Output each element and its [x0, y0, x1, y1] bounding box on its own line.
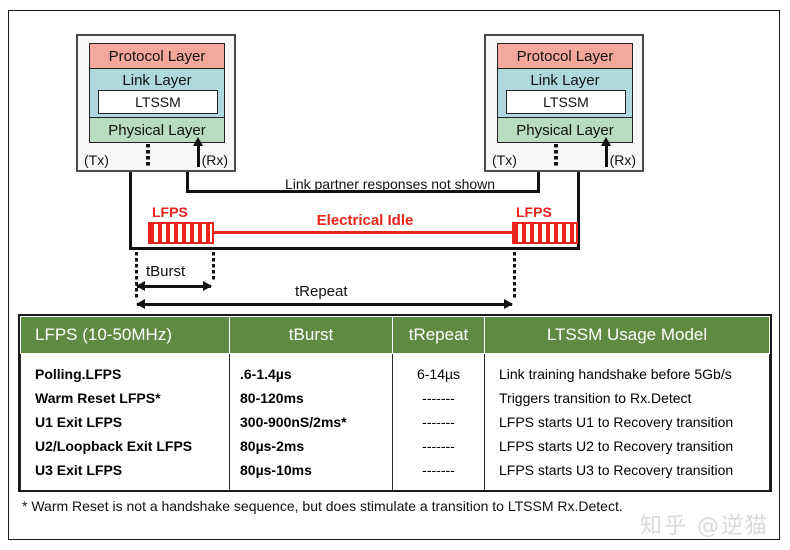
rx-arrow-right: [601, 137, 611, 167]
trepeat-value-item: -------: [422, 414, 455, 430]
usage-model-item: LFPS starts U1 to Recovery transition: [499, 414, 734, 430]
tburst-value-item: 80-120ms: [240, 390, 304, 406]
dim-extension-mid: [212, 252, 215, 282]
lfps-type-item: Warm Reset LFPS*: [35, 390, 161, 406]
wire-left-tx-vertical: [129, 172, 132, 250]
physical-layer-box-right: Physical Layer: [497, 117, 633, 143]
ltssm-box-left: LTSSM: [98, 90, 218, 114]
lfps-type-item: U3 Exit LFPS: [35, 462, 123, 478]
trepeat-value-item: -------: [422, 438, 455, 454]
trepeat-value-list: 6-14µs ------- ------- ------- -------: [393, 354, 484, 490]
usage-model-list: Link training handshake before 5Gb/s Tri…: [485, 354, 769, 490]
lfps-parameters-table: LFPS (10-50MHz) tBurst tRepeat LTSSM Usa…: [20, 316, 770, 491]
wire-right-tx-vertical: [537, 172, 540, 192]
link-partner-note: Link partner responses not shown: [284, 176, 496, 192]
physical-layer-box-left: Physical Layer: [89, 117, 225, 143]
watermark: 知乎 @逆猫: [640, 514, 769, 539]
tburst-value-item: 80µs-2ms: [240, 438, 305, 454]
electrical-idle-label: Electrical Idle: [316, 212, 414, 229]
wire-right-rx-vertical: [577, 172, 580, 250]
lfps-burst-right: [512, 222, 578, 244]
lfps-type-list: Polling.LFPS Warm Reset LFPS* U1 Exit LF…: [21, 354, 229, 490]
stack-dotted-divider-right: [554, 144, 558, 166]
protocol-stack-left: Protocol Layer Link Layer LTSSM Physical…: [76, 34, 236, 172]
tburst-value-item: 80µs-10ms: [240, 462, 312, 478]
protocol-layer-box-right: Protocol Layer: [497, 43, 633, 69]
link-layer-label-right: Link Layer: [530, 72, 600, 89]
usage-model-item: Triggers transition to Rx.Detect: [499, 390, 692, 406]
dim-extension-left: [135, 252, 138, 300]
cell-tburst-values: .6-1.4µs 80-120ms 300-900nS/2ms* 80µs-2m…: [229, 353, 393, 491]
lfps-type-item: U1 Exit LFPS: [35, 414, 123, 430]
tx-port-label-left: (Tx): [84, 152, 109, 168]
dim-extension-right: [513, 252, 516, 300]
link-layer-box-left: Link Layer LTSSM: [89, 68, 225, 118]
trepeat-value-item: -------: [422, 390, 455, 406]
wire-band-bottom-horizontal: [129, 247, 580, 250]
link-layer-box-right: Link Layer LTSSM: [497, 68, 633, 118]
link-layer-label-left: Link Layer: [122, 72, 192, 89]
trepeat-label: tRepeat: [295, 283, 348, 300]
lfps-waveform-teeth-right: [514, 224, 576, 242]
table-header-row: LFPS (10-50MHz) tBurst tRepeat LTSSM Usa…: [20, 316, 770, 354]
rx-port-label-right: (Rx): [609, 152, 636, 168]
protocol-layer-box-left: Protocol Layer: [89, 43, 225, 69]
lfps-label-right: LFPS: [516, 204, 552, 220]
tburst-value-item: 300-900nS/2ms*: [240, 414, 347, 430]
trepeat-arrow: [136, 299, 513, 309]
table-header-usage: LTSSM Usage Model: [484, 316, 770, 354]
layer-group-left: Protocol Layer Link Layer LTSSM Physical…: [89, 43, 225, 143]
table-body-row: Polling.LFPS Warm Reset LFPS* U1 Exit LF…: [20, 353, 770, 491]
cell-lfps-types: Polling.LFPS Warm Reset LFPS* U1 Exit LF…: [20, 353, 230, 491]
layer-group-right: Protocol Layer Link Layer LTSSM Physical…: [497, 43, 633, 143]
tburst-arrow: [136, 281, 212, 291]
ltssm-box-right: LTSSM: [506, 90, 626, 114]
rx-port-label-left: (Rx): [201, 152, 228, 168]
wire-note-horizontal: [186, 190, 540, 193]
table-header-tburst: tBurst: [229, 316, 393, 354]
lfps-type-item: Polling.LFPS: [35, 366, 122, 382]
lfps-type-item: U2/Loopback Exit LFPS: [35, 438, 193, 454]
lfps-label-left: LFPS: [152, 204, 188, 220]
electrical-idle-line: [212, 231, 516, 234]
table-footnote: * Warm Reset is not a handshake sequence…: [22, 498, 623, 514]
cell-trepeat-values: 6-14µs ------- ------- ------- -------: [392, 353, 485, 491]
table-header-trepeat: tRepeat: [392, 316, 485, 354]
trepeat-value-item: 6-14µs: [416, 366, 461, 382]
wire-left-rx-vertical: [186, 172, 189, 192]
cell-usage-model: Link training handshake before 5Gb/s Tri…: [484, 353, 770, 491]
tburst-value-item: .6-1.4µs: [240, 366, 292, 382]
tx-port-label-right: (Tx): [492, 152, 517, 168]
protocol-stack-right: Protocol Layer Link Layer LTSSM Physical…: [484, 34, 644, 172]
lfps-burst-left: [148, 222, 214, 244]
usage-model-item: Link training handshake before 5Gb/s: [499, 366, 732, 382]
usage-model-item: LFPS starts U3 to Recovery transition: [499, 462, 734, 478]
trepeat-value-item: -------: [422, 462, 455, 478]
table-header-lfps: LFPS (10-50MHz): [20, 316, 230, 354]
tburst-label: tBurst: [146, 263, 186, 280]
stack-dotted-divider-left: [146, 144, 150, 166]
lfps-waveform-teeth-left: [150, 224, 212, 242]
tburst-value-list: .6-1.4µs 80-120ms 300-900nS/2ms* 80µs-2m…: [230, 354, 392, 490]
usage-model-item: LFPS starts U2 to Recovery transition: [499, 438, 734, 454]
rx-arrow-left: [193, 137, 203, 167]
